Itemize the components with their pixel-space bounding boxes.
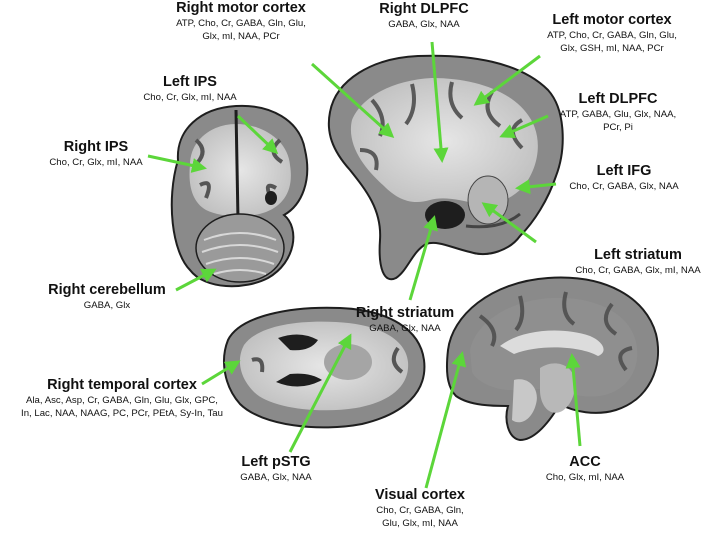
metabolite-list: GABA, Glx — [0, 299, 257, 312]
metabolite-line: Cho, Cr, Glx, mI, NAA — [49, 157, 143, 168]
arrow-left-striatum — [481, 202, 537, 244]
metabolite-list: ATP, Cho, Cr, GABA, Gln, Glu, Glx, mI, NA… — [91, 17, 391, 43]
metabolite-line: Cho, Cr, GABA, Glx, NAA — [569, 181, 679, 192]
metabolite-list: Cho, Cr, GABA, Gln, Glu, Glx, mI, NAA — [270, 504, 570, 530]
metabolite-list: GABA, Glx, NAA — [255, 322, 555, 335]
arrow-right-ips — [147, 154, 207, 173]
metabolite-list: Cho, Cr, Glx, mI, NAA — [0, 156, 246, 169]
annotation-arrows — [147, 41, 582, 489]
arrow-left-pstg — [288, 333, 352, 453]
metabolite-line: Cho, Glx, mI, NAA — [545, 472, 625, 483]
metabolite-line: Cho, Cr, GABA, Gln, — [376, 505, 464, 516]
label-left-ips: Left IPS Cho, Cr, Glx, mI, NAA — [40, 74, 340, 104]
arrow-left-ips — [236, 114, 279, 155]
label-left-dlpfc: Left DLPFC ATP, GABA, Glu, Glx, NAA, PCr, … — [468, 91, 709, 134]
midsagittal-brain-slice — [446, 276, 660, 442]
label-right-dlpfc: Right DLPFC GABA, Glx, NAA — [274, 1, 574, 31]
metabolite-list: Cho, Cr, GABA, Glx, mI, NAA — [488, 264, 709, 277]
region-title: Left DLPFC — [578, 91, 658, 107]
metabolite-line: Glu, Glx, mI, NAA — [382, 518, 458, 529]
region-title: Left IPS — [163, 74, 217, 90]
label-left-pstg: Left pSTG GABA, Glx, NAA — [126, 454, 426, 484]
label-right-ips: Right IPS Cho, Cr, Glx, mI, NAA — [0, 139, 246, 169]
metabolite-list: GABA, Glx, NAA — [274, 18, 574, 31]
metabolite-line: GABA, Glx, NAA — [369, 323, 441, 334]
metabolite-line: Ala, Asc, Asp, Cr, GABA, Gln, Glu, Glx, … — [26, 395, 218, 406]
region-title: Left IFG — [596, 163, 652, 179]
metabolite-list: Cho, Cr, Glx, mI, NAA — [40, 91, 340, 104]
region-title: Right temporal cortex — [47, 377, 197, 393]
region-title: Right cerebellum — [48, 282, 166, 298]
arrow-left-motor-cortex — [473, 54, 541, 106]
region-title: Left pSTG — [241, 454, 311, 470]
metabolite-list: ATP, GABA, Glu, Glx, NAA, PCr, Pi — [468, 108, 709, 134]
metabolite-line: GABA, Glx — [83, 300, 131, 311]
metabolite-list: Cho, Cr, GABA, Glx, NAA — [474, 180, 709, 193]
metabolite-line: In, Lac, NAA, NAAG, PC, PCr, PEtA, Sy-In… — [21, 408, 223, 419]
region-title: Left striatum — [594, 247, 682, 263]
sagittal-brain-slice-upper — [327, 54, 564, 281]
label-acc: ACC Cho, Glx, mI, NAA — [435, 454, 709, 484]
region-title: Right DLPFC — [379, 1, 469, 17]
metabolite-line: Glx, mI, NAA, PCr — [202, 31, 280, 42]
metabolite-line: Cho, Cr, GABA, Glx, mI, NAA — [575, 265, 701, 276]
arrow-left-ifg — [515, 179, 557, 195]
arrow-left-dlpfc — [499, 114, 549, 139]
arrow-visual-cortex — [424, 351, 467, 489]
label-left-ifg: Left IFG Cho, Cr, GABA, Glx, NAA — [474, 163, 709, 193]
metabolite-line: PCr, Pi — [603, 122, 633, 133]
metabolite-line: Cho, Cr, Glx, mI, NAA — [143, 92, 237, 103]
metabolite-line: GABA, Glx, NAA — [240, 472, 312, 483]
region-title: Right motor cortex — [176, 0, 306, 16]
coronal-brain-slice — [170, 104, 309, 288]
metabolite-line: ATP, Cho, Cr, GABA, Gln, Glu, — [176, 18, 306, 29]
arrow-right-motor-cortex — [310, 62, 395, 139]
metabolite-line: GABA, Glx, NAA — [388, 19, 460, 30]
axial-brain-slice — [223, 306, 426, 429]
region-title: Left motor cortex — [552, 12, 672, 28]
metabolite-line: ATP, GABA, Glu, Glx, NAA, — [559, 109, 677, 120]
arrow-right-striatum — [408, 215, 438, 301]
region-title: Right striatum — [355, 305, 455, 321]
arrow-right-cerebellum — [175, 268, 217, 292]
metabolite-list: GABA, Glx, NAA — [126, 471, 426, 484]
arrow-right-dlpfc — [430, 41, 449, 163]
metabolite-list: ATP, Cho, Cr, GABA, Gln, Glu, Glx, GSH, m… — [462, 29, 709, 55]
arrow-right-temporal-cortex — [201, 360, 241, 386]
region-title: Right IPS — [63, 139, 129, 155]
region-title: ACC — [569, 454, 601, 470]
arrow-acc — [565, 353, 582, 447]
metabolite-list: Cho, Glx, mI, NAA — [435, 471, 709, 484]
metabolite-line: ATP, Cho, Cr, GABA, Gln, Glu, — [547, 30, 677, 41]
metabolite-list: Ala, Asc, Asp, Cr, GABA, Gln, Glu, Glx, … — [0, 394, 272, 420]
region-title: Visual cortex — [374, 487, 465, 503]
metabolite-line: Glx, GSH, mI, NAA, PCr — [560, 43, 664, 54]
